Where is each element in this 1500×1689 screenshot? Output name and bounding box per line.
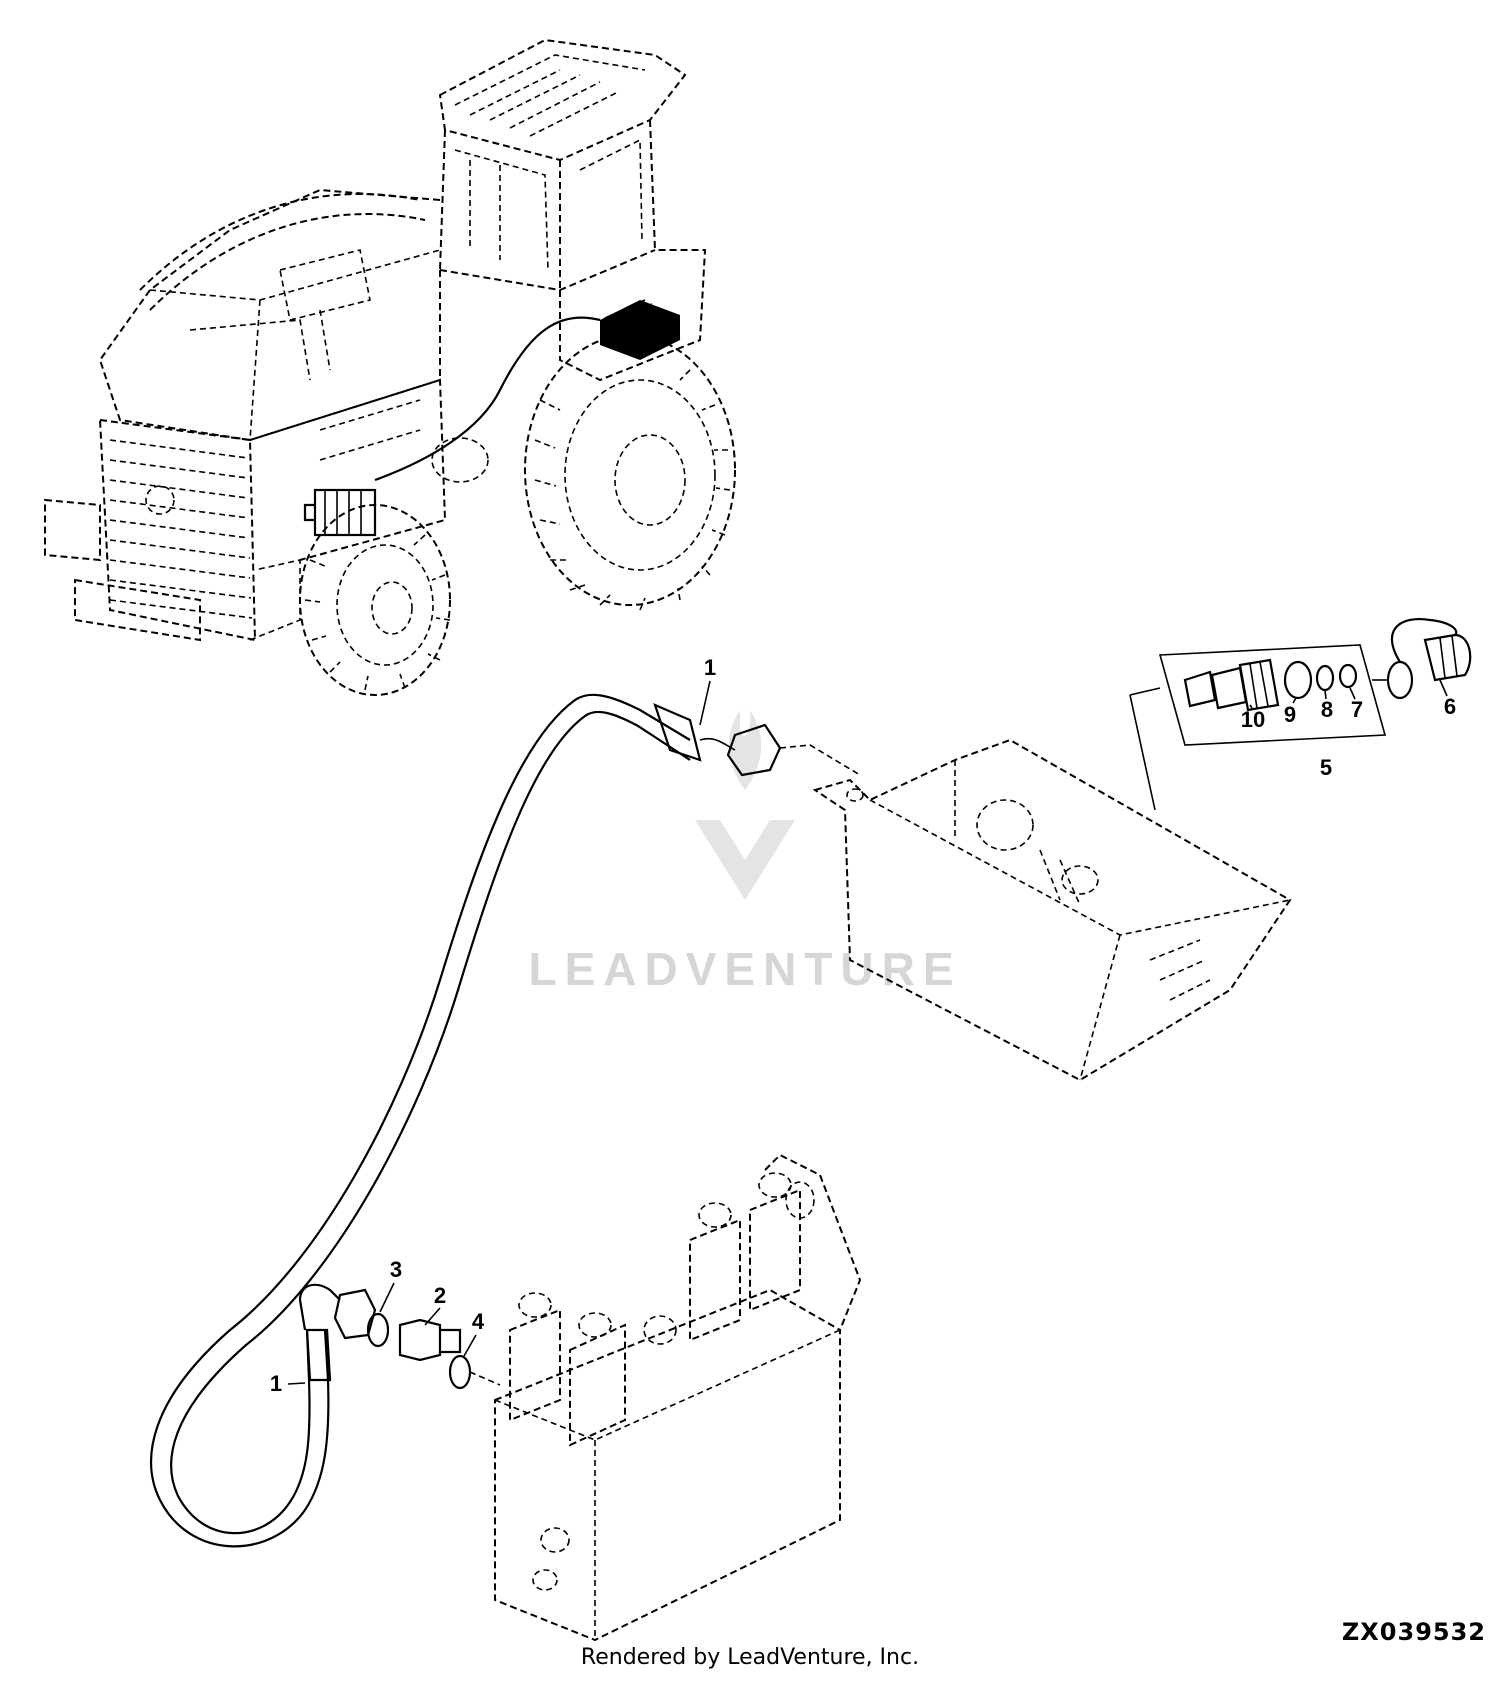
- coupler-10: [1183, 658, 1280, 712]
- valve-block: [494, 1153, 862, 1642]
- callout-1-top: 1: [704, 655, 716, 680]
- callout-3: 3: [390, 1257, 402, 1282]
- callouts: 1 1 2 3 4 5 6 7 8 9 10: [270, 655, 1456, 1396]
- ring-7: [1338, 663, 1358, 689]
- callout-9: 9: [1284, 702, 1296, 727]
- callout-4: 4: [472, 1309, 485, 1334]
- o-ring-3: [366, 1312, 390, 1348]
- watermark-text: LEADVENTURE: [528, 943, 961, 995]
- dust-cap-6: [1372, 617, 1472, 700]
- callout-6: 6: [1444, 694, 1456, 719]
- mounting-bracket: [812, 738, 1292, 1082]
- o-ring-4: [448, 1354, 472, 1390]
- callout-2: 2: [434, 1283, 446, 1308]
- callout-7: 7: [1351, 697, 1363, 722]
- coupler-kit-group: [1129, 617, 1472, 811]
- callout-10: 10: [1241, 707, 1265, 732]
- hydraulic-hose: [150, 693, 782, 1548]
- adapter-2: [398, 1318, 442, 1362]
- watermark: LEADVENTURE: [528, 710, 961, 995]
- ring-9: [1283, 660, 1313, 700]
- callout-8: 8: [1321, 697, 1333, 722]
- kit-bracket-box: [1158, 644, 1387, 746]
- tractor-illustration: [44, 38, 736, 696]
- callout-5: 5: [1320, 755, 1332, 780]
- wiring-harness: [374, 316, 601, 482]
- callout-1-bottom: 1: [270, 1371, 282, 1396]
- control-box: [600, 299, 680, 360]
- harness-connector: [303, 488, 377, 537]
- ring-8: [1315, 664, 1335, 692]
- drawing-id: ZX039532: [1341, 1618, 1486, 1646]
- fitting-parts: [366, 1312, 501, 1390]
- rendered-by-footer: Rendered by LeadVenture, Inc.: [580, 1645, 920, 1670]
